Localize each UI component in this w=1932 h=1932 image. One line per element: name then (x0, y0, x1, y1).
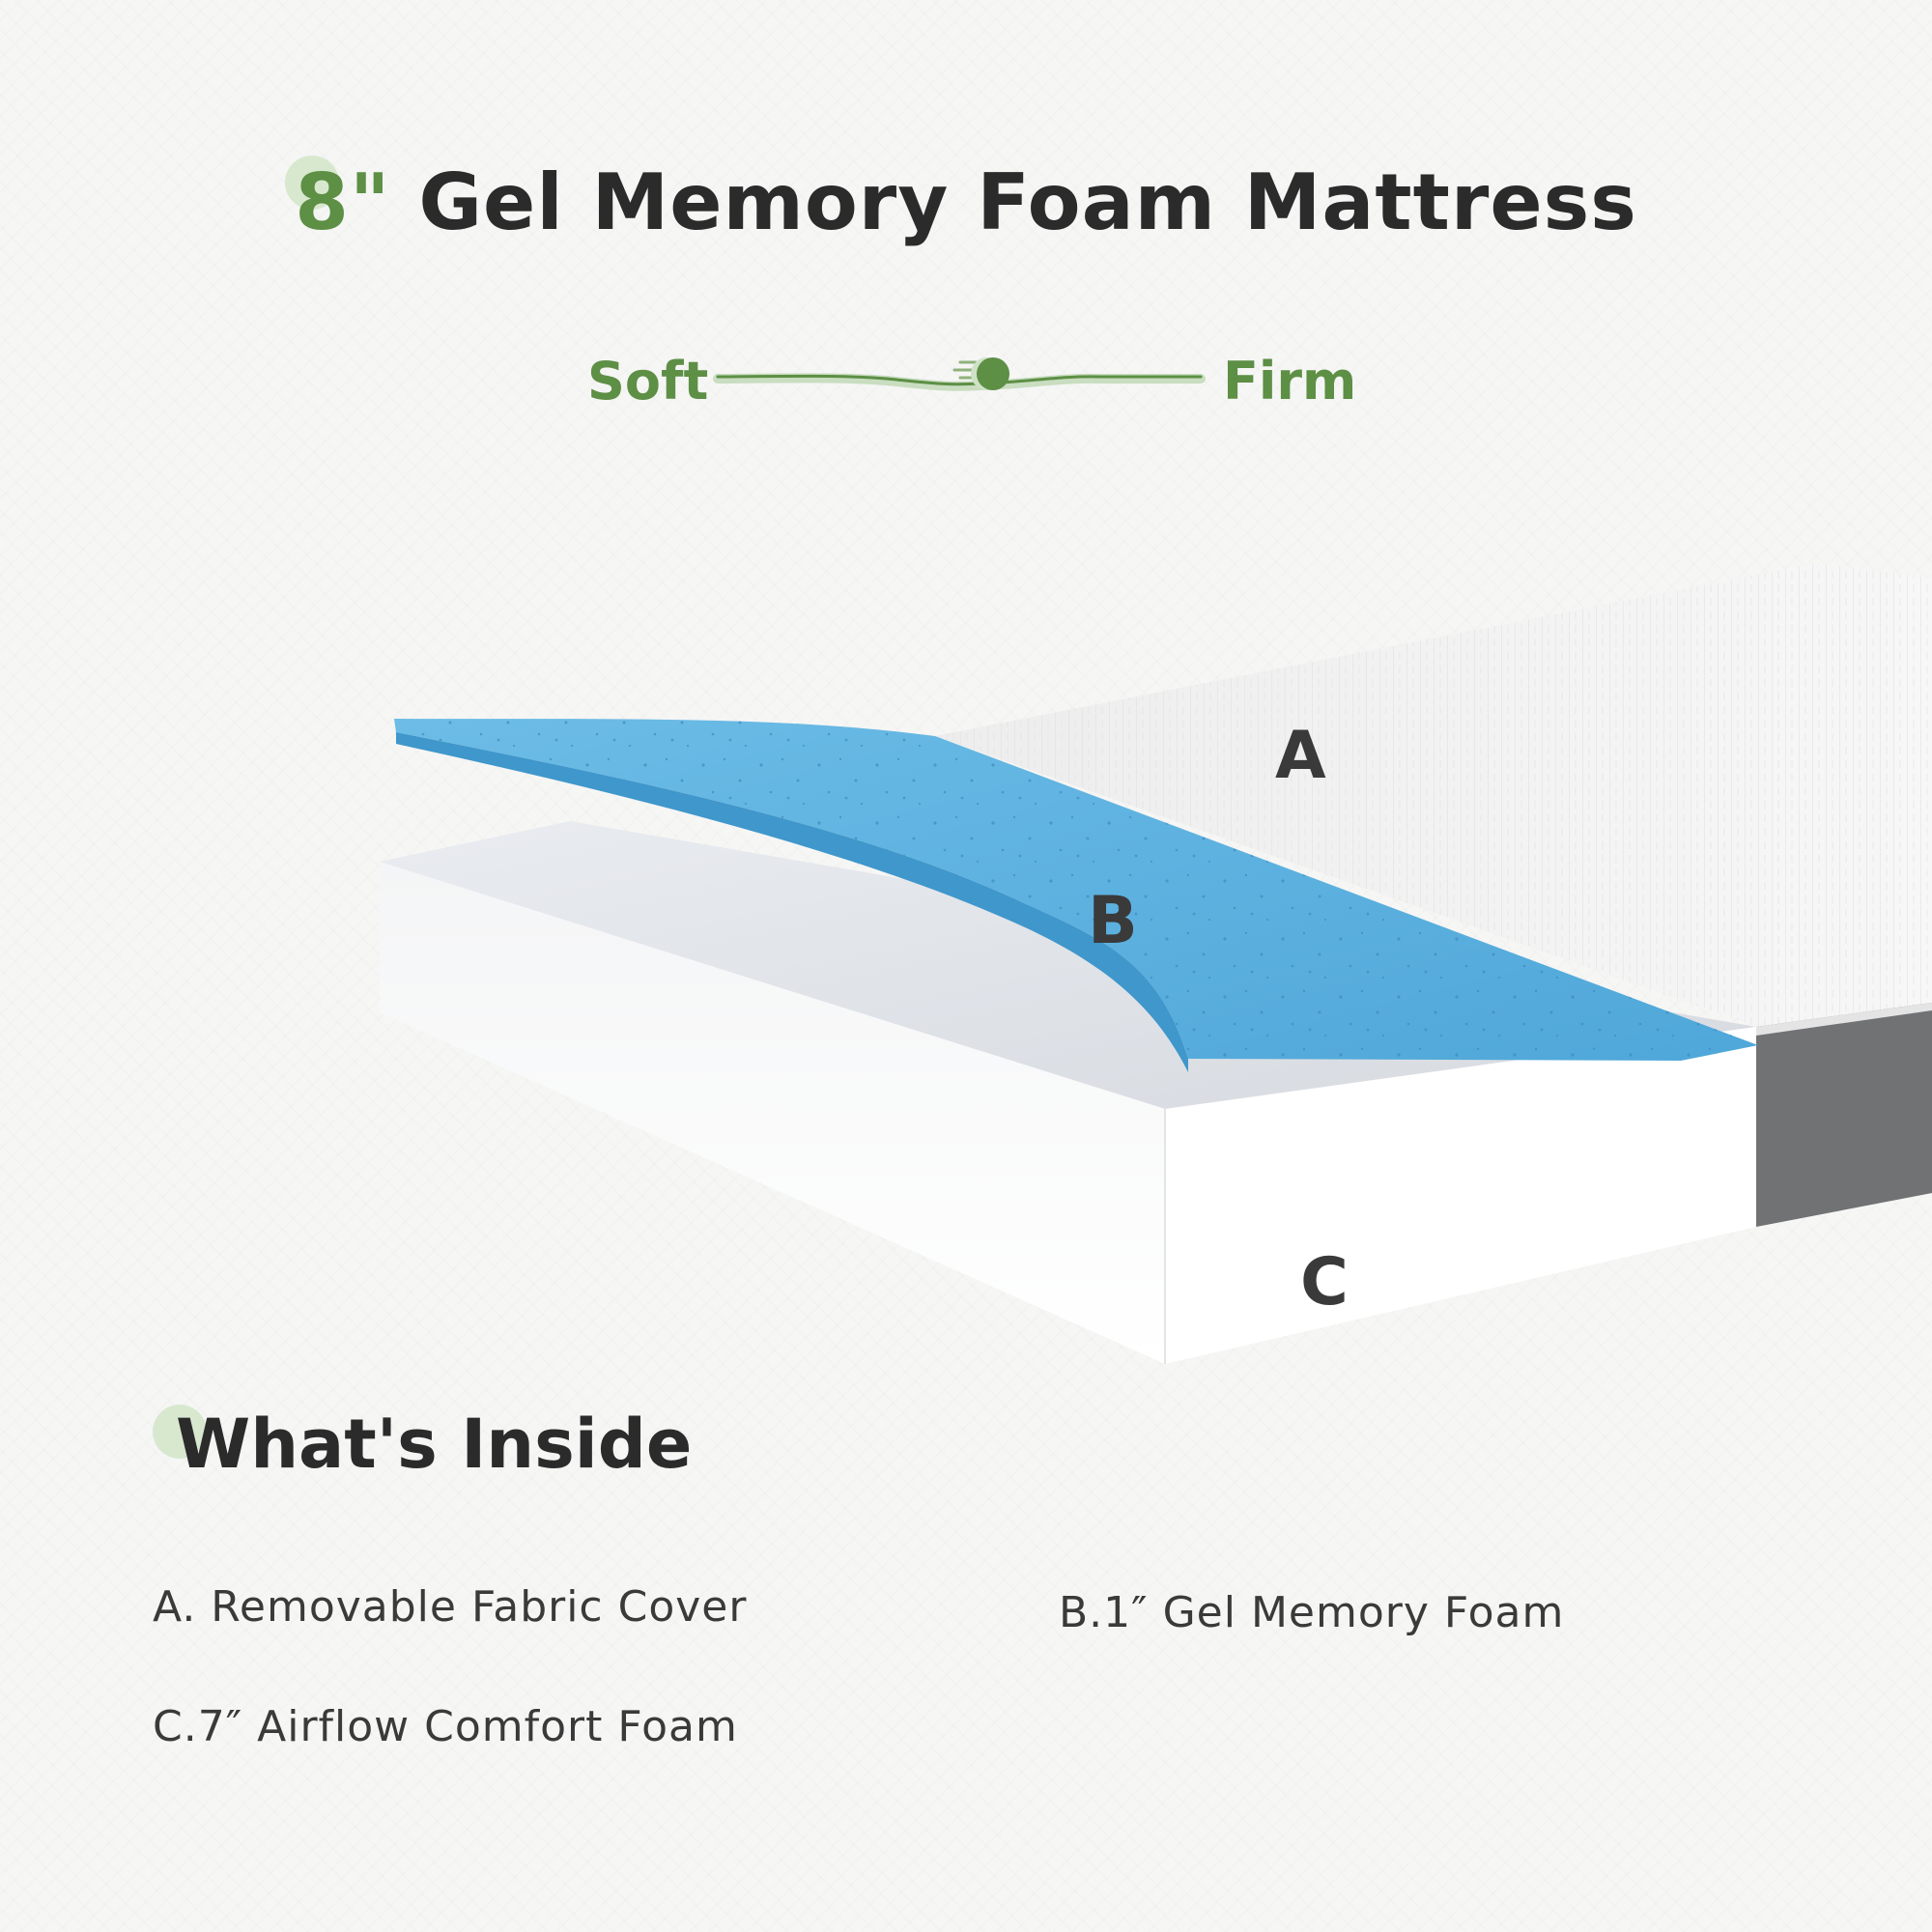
heading-dot-icon (153, 1405, 207, 1459)
firmness-firm-label: Firm (1223, 351, 1357, 412)
firmness-slider (713, 357, 1206, 391)
cover-side-fabric (1756, 1003, 1932, 1227)
cover-front-edge (1756, 1003, 1932, 1036)
legend-item-comfort-foam: C.7″ Airflow Comfort Foam (153, 1702, 738, 1751)
layer-a-letter: A (1275, 718, 1326, 794)
layer-a-cover (935, 563, 1932, 1227)
mattress-layers-diagram: A B C (380, 563, 1932, 1364)
title-text: Gel Memory Foam Mattress (418, 157, 1637, 247)
firmness-scale: Soft Firm (0, 343, 1932, 420)
size-label: 8" (295, 157, 391, 247)
whats-inside-heading: What's Inside (153, 1401, 693, 1488)
firmness-track (713, 373, 1206, 391)
layer-b-letter: B (1088, 883, 1138, 959)
firmness-marker-icon (952, 357, 1009, 390)
comfort-foam-front (380, 862, 1165, 1364)
layer-b-gel-foam (394, 719, 1758, 1072)
legend-item-gel-foam: B.1″ Gel Memory Foam (1059, 1588, 1565, 1637)
layer-c-letter: C (1300, 1244, 1349, 1321)
firmness-soft-label: Soft (587, 351, 709, 412)
cover-weave (935, 563, 1932, 1027)
legend-item-cover: A. Removable Fabric Cover (153, 1582, 748, 1632)
gel-foam-speckles (394, 719, 1758, 1061)
firmness-track-line (716, 374, 1203, 386)
whats-inside-text: What's Inside (176, 1405, 693, 1484)
comfort-foam-right (1165, 1027, 1756, 1364)
size-dot-icon (285, 156, 340, 210)
size-badge: 8" (285, 156, 418, 247)
page-title: 8" Gel Memory Foam Mattress (0, 155, 1932, 251)
